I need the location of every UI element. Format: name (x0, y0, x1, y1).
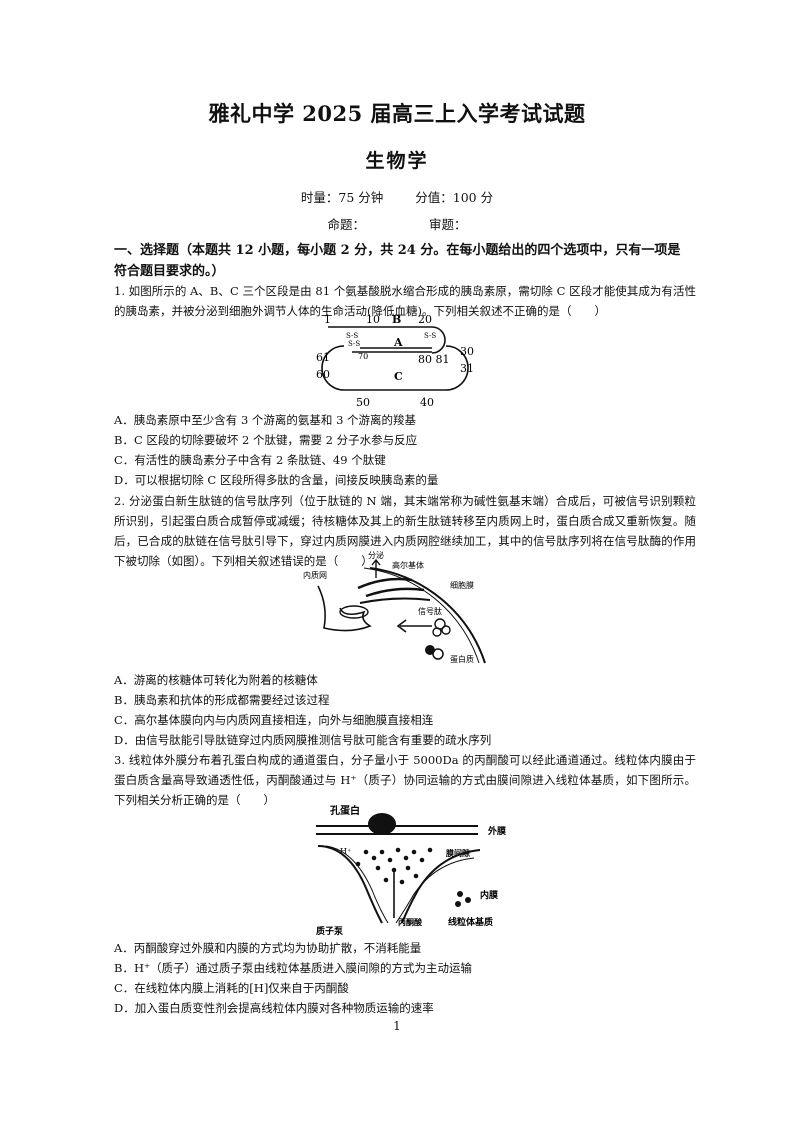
q3-option-a: A．丙酮酸穿过外膜和内膜的方式均为协助扩散，不消耗能量 (114, 941, 422, 955)
q2-option-b: B．胰岛素和抗体的形成都需要经过该过程 (114, 693, 330, 707)
q3-option-b: B．H⁺（质子）通过质子泵由线粒体基质进入膜间隙的方式为主动运输 (114, 961, 473, 975)
fig1-num-20: 20 (418, 313, 432, 326)
author-label: 命题： (327, 217, 365, 232)
q2-option-a: A．游离的核糖体可转化为附着的核糖体 (114, 673, 318, 687)
exam-authors: 命题： 审题： (0, 214, 794, 233)
fig2-protein: 蛋白质 (450, 654, 474, 664)
er-membrane (317, 585, 372, 632)
fig1-num-40: 40 (420, 396, 434, 408)
bond-left-top: S-S (346, 332, 358, 340)
total-score: 分值：100 分 (415, 190, 494, 205)
fig1-num-1: 1 (324, 313, 331, 326)
question-2-stem: 2. 分泌蛋白新生肽链的信号肽序列（位于肽链的 N 端，其末端常称为碱性氨基末端… (114, 494, 696, 568)
golgi-stack-3 (359, 597, 431, 604)
fig2-membrane-label: 细胞膜 (450, 580, 474, 590)
fig1-label-c: C (394, 370, 403, 383)
cell-membrane (369, 567, 486, 664)
q3-option-d: D．加入蛋白质变性剂会提高线粒体内膜对各种物质运输的速率 (114, 1001, 434, 1015)
inner-membrane-left (317, 845, 383, 924)
inner-membrane-right (401, 849, 481, 924)
q3-option-c: C．在线粒体内膜上消耗的[H]仅来自于丙酮酸 (114, 981, 349, 995)
section-heading: 一、选择题（本题共 12 小题，每小题 2 分，共 24 分。在每小题给出的四个… (114, 243, 681, 279)
fig3-pump: 质子泵 (316, 925, 344, 937)
q1-option-b: B．C 区段的切除要破坏 2 个肽键，需要 2 分子水参与反应 (114, 433, 418, 447)
fig1-num-61: 61 (316, 351, 330, 364)
fig1-num-70: 70 (358, 352, 368, 361)
insulin-diagram: 1 10 B 20 S-S S-S S-S A 70 80 81 61 60 3… (316, 313, 474, 408)
fig2-signal: 信号肽 (418, 606, 442, 616)
exam-meta: 时量：75 分钟 分值：100 分 (0, 187, 794, 206)
fig1-num-50: 50 (356, 396, 370, 408)
q1-option-a: A．胰岛素原中至少含有 3 个游离的氨基和 3 个游离的羧基 (114, 413, 417, 427)
reviewer-label: 审题： (428, 217, 467, 232)
fig1-num-10: 10 (366, 313, 380, 326)
subject-title: 生物学 (365, 150, 429, 172)
bond-left-mid: S-S (348, 340, 360, 348)
secretion-diagram: 分泌 高尔基体 内质网 细胞膜 信号肽 蛋白质 (303, 550, 486, 664)
question-1-stem: 1. 如图所示的 A、B、C 三个区段是由 81 个氨基酸脱水缩合形成的胰岛素原… (114, 284, 696, 318)
exam-title: 雅礼中学 2025 届高三上入学考试试题 (208, 101, 586, 126)
fig1-label-b: B (392, 313, 401, 326)
fig3-porin: 孔蛋白 (330, 804, 360, 817)
chain-a-line (360, 326, 446, 354)
q1-option-c: C．有活性的胰岛素分子中含有 2 条肽链、49 个肽键 (114, 453, 386, 467)
question-3-stem: 3. 线粒体外膜分布着孔蛋白构成的通道蛋白，分子量小于 5000Da 的丙酮酸可… (114, 753, 696, 807)
fig2-secretion: 分泌 (368, 550, 384, 560)
q2-option-d: D．由信号肽能引导肽链穿过内质网膜推测信号肽可能含有重要的疏水序列 (114, 733, 492, 747)
fig2-er: 内质网 (303, 570, 327, 580)
golgi-stack-1 (357, 577, 413, 590)
page-number: 1 (393, 1019, 401, 1033)
q2-option-c: C．高尔基体膜向内与内质网直接相连，向外与细胞膜直接相连 (114, 713, 434, 727)
fig3-inner: 内膜 (480, 889, 499, 901)
fig1-num-60: 60 (316, 368, 330, 381)
fig1-num-30: 30 (460, 345, 474, 358)
fig1-label-a: A (393, 336, 403, 349)
bond-right-top: S-S (424, 332, 436, 340)
fig3-outer: 外膜 (487, 825, 507, 837)
fig1-num-80-81: 80 81 (418, 353, 450, 366)
fig1-num-31: 31 (460, 362, 474, 375)
q1-option-d: D．可以根据切除 C 区段所得多肽的含量，间接反映胰岛素的量 (114, 473, 439, 487)
chain-c-loop (321, 345, 469, 391)
golgi-stack-2 (365, 587, 425, 598)
fig3-pyruvate: 丙酮酸 (398, 917, 423, 927)
time-limit: 时量：75 分钟 (300, 190, 384, 205)
fig2-golgi: 高尔基体 (392, 560, 424, 570)
fig3-matrix: 线粒体基质 (448, 916, 493, 928)
fig3-space: 膜间隙 (446, 848, 470, 858)
mitochondria-diagram: 孔蛋白 外膜 H⁺ 膜间隙 内膜 质子泵 丙酮酸 线粒体基质 (316, 804, 507, 937)
fig3-hplus: H⁺ (340, 847, 351, 856)
porin-protein (368, 813, 396, 835)
